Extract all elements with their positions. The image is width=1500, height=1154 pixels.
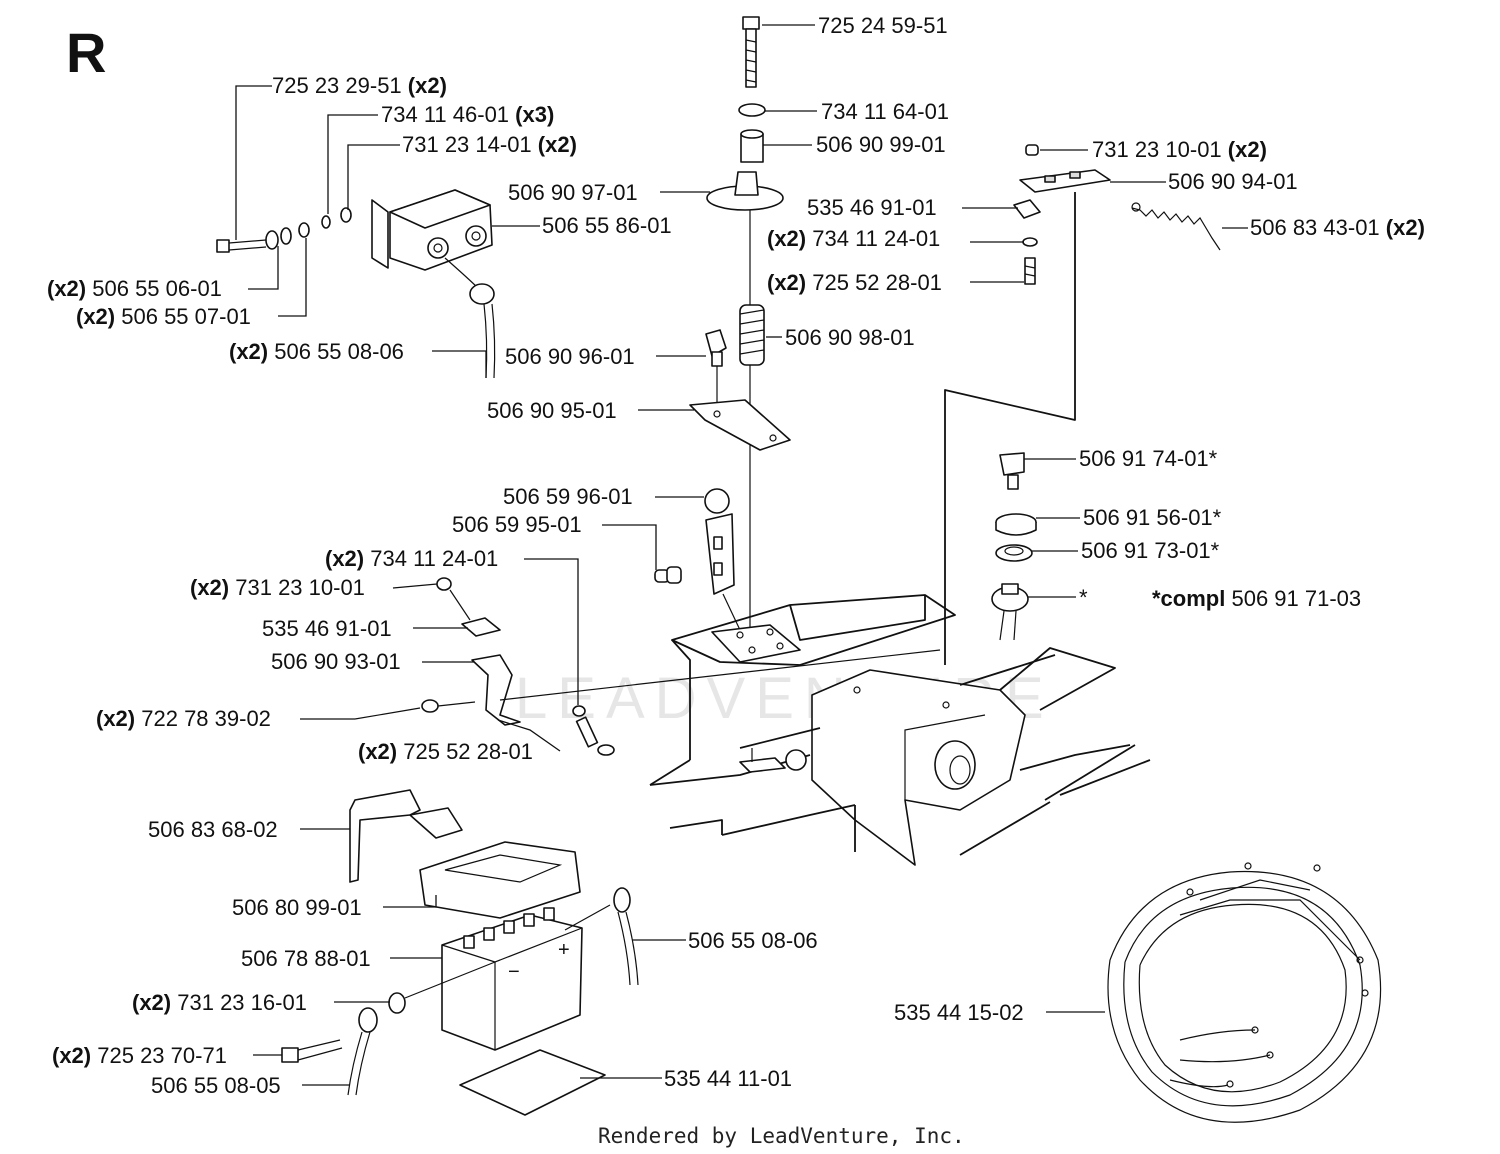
callout-label: 734 11 64-01 [821, 99, 949, 124]
callout-label: 731 23 14-01 (x2) [402, 132, 577, 157]
callout-label: 535 46 91-01 [262, 616, 392, 641]
callout-label: 734 11 46-01 (x3) [381, 102, 554, 127]
callout-label: *compl 506 91 71-03 [1152, 586, 1361, 611]
drawing-ignition-switch [991, 452, 1037, 641]
callout-label: 535 44 11-01 [664, 1066, 792, 1091]
drawing-battery-group: + − [281, 789, 639, 1116]
callout-label: 506 59 95-01 [452, 512, 582, 537]
callout-label: 506 83 68-02 [148, 817, 278, 842]
drawing-right-linkage [944, 144, 1221, 665]
callout-label: 506 90 94-01 [1168, 169, 1298, 194]
callout-label: (x2) 731 23 16-01 [132, 990, 307, 1015]
callout-label: (x2) 725 23 70-71 [52, 1043, 227, 1068]
callout-label: (x2) 734 11 24-01 [325, 546, 498, 571]
callout-label: 535 44 15-02 [894, 1000, 1024, 1025]
callout-label: 506 55 86-01 [542, 213, 672, 238]
footer-credit: Rendered by LeadVenture, Inc. [598, 1124, 965, 1148]
section-letter: R [66, 21, 106, 84]
drawing-left-linkage [354, 577, 941, 756]
leader-lines [235, 24, 1248, 1086]
callout-label: 506 78 88-01 [241, 946, 371, 971]
drawing-shift-assembly [654, 16, 791, 631]
callout-label: 506 83 43-01 (x2) [1250, 215, 1425, 240]
callout-label: * [1079, 585, 1088, 610]
callout-label: (x2) 506 55 07-01 [76, 304, 251, 329]
callout-label: (x2) 506 55 06-01 [47, 276, 222, 301]
svg-text:−: − [508, 961, 520, 983]
callout-label: (x2) 722 78 39-02 [96, 706, 271, 731]
callout-label: 506 90 97-01 [508, 180, 638, 205]
callout-label: 725 24 59-51 [818, 13, 948, 38]
callout-label: (x2) 734 11 24-01 [767, 226, 940, 251]
callout-label: (x2) 506 55 08-06 [229, 339, 404, 364]
callout-label: 506 91 74-01* [1079, 446, 1218, 471]
callout-label: 731 23 10-01 (x2) [1092, 137, 1267, 162]
callout-label: 506 90 99-01 [816, 132, 946, 157]
callout-label: 506 90 95-01 [487, 398, 617, 423]
callout-label: (x2) 731 23 10-01 [190, 575, 365, 600]
callout-label: (x2) 725 52 28-01 [358, 739, 533, 764]
callout-label: 506 80 99-01 [232, 895, 362, 920]
drawing-solenoid-group [216, 189, 496, 379]
callout-label: 506 90 93-01 [271, 649, 401, 674]
callout-label: 506 55 08-05 [151, 1073, 281, 1098]
callout-label: 506 91 73-01* [1081, 538, 1220, 563]
callout-label: (x2) 725 52 28-01 [767, 270, 942, 295]
drawing-frame-and-console [649, 594, 1151, 866]
drawing-wiring-harness [1107, 862, 1382, 1123]
callout-label: 506 59 96-01 [503, 484, 633, 509]
svg-text:+: + [558, 939, 570, 961]
callout-label: 506 90 96-01 [505, 344, 635, 369]
callout-label: 506 91 56-01* [1083, 505, 1222, 530]
callout-label: 506 55 08-06 [688, 928, 818, 953]
callout-label: 506 90 98-01 [785, 325, 915, 350]
callout-labels: 725 23 29-51 (x2) 734 11 46-01 (x3) 731 … [47, 13, 1425, 1098]
callout-label: 535 46 91-01 [807, 195, 937, 220]
callout-label: 725 23 29-51 (x2) [272, 73, 447, 98]
